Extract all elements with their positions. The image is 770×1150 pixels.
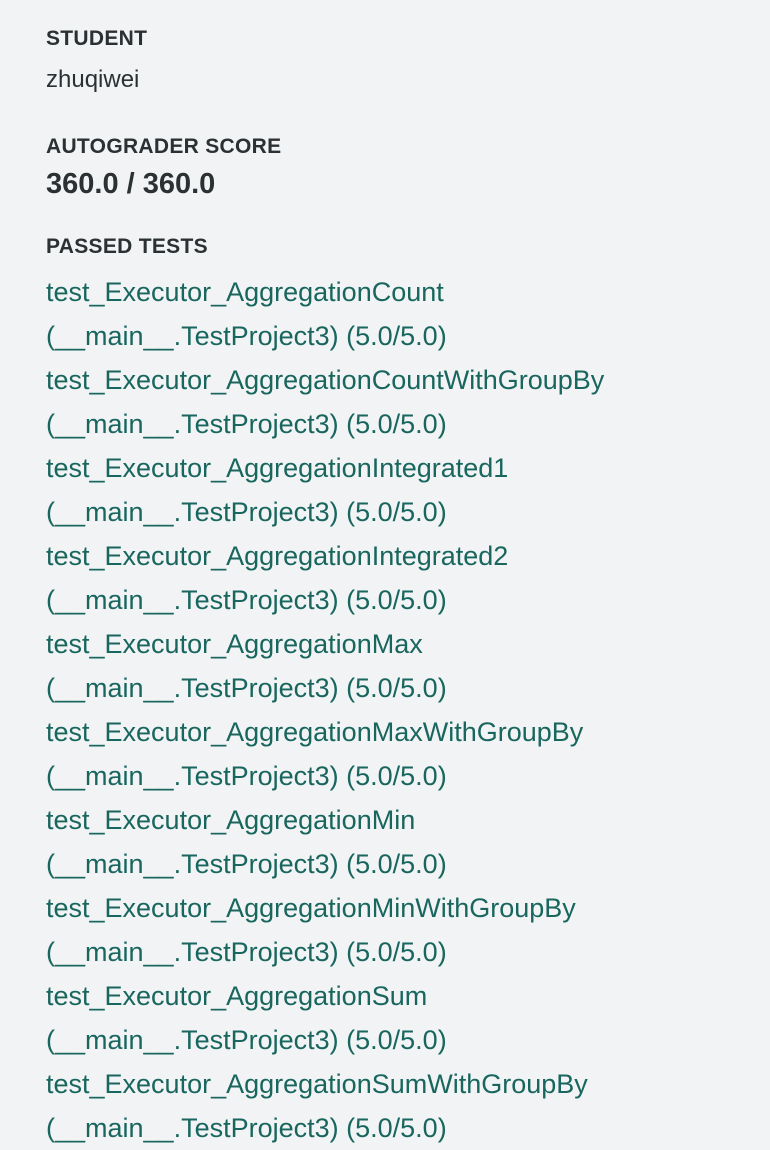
test-detail: (__main__.TestProject3) (5.0/5.0) <box>46 585 447 615</box>
test-detail: (__main__.TestProject3) (5.0/5.0) <box>46 1113 447 1143</box>
test-detail: (__main__.TestProject3) (5.0/5.0) <box>46 673 447 703</box>
test-link[interactable]: test_Executor_AggregationMaxWithGroupBy (… <box>46 710 746 798</box>
test-detail: (__main__.TestProject3) (5.0/5.0) <box>46 849 447 879</box>
test-link[interactable]: test_Executor_AggregationIntegrated2 (__m… <box>46 534 746 622</box>
passed-tests-list: test_Executor_AggregationCount (__main__.… <box>46 270 746 1150</box>
test-link[interactable]: test_Executor_AggregationCountWithGroupB… <box>46 358 746 446</box>
test-name: test_Executor_AggregationMaxWithGroupBy <box>46 717 584 747</box>
test-name: test_Executor_AggregationIntegrated2 <box>46 541 509 571</box>
test-detail: (__main__.TestProject3) (5.0/5.0) <box>46 409 447 439</box>
test-name: test_Executor_AggregationCount <box>46 277 444 307</box>
student-label: STUDENT <box>46 27 148 50</box>
test-name: test_Executor_AggregationSumWithGroupBy <box>46 1069 588 1099</box>
test-detail: (__main__.TestProject3) (5.0/5.0) <box>46 1025 447 1055</box>
test-link[interactable]: test_Executor_AggregationMin (__main__.Te… <box>46 798 746 886</box>
test-link[interactable]: test_Executor_AggregationSum (__main__.Te… <box>46 974 746 1062</box>
test-link[interactable]: test_Executor_AggregationSumWithGroupBy (… <box>46 1062 746 1150</box>
test-detail: (__main__.TestProject3) (5.0/5.0) <box>46 497 447 527</box>
test-name: test_Executor_AggregationMin <box>46 805 416 835</box>
test-name: test_Executor_AggregationSum <box>46 981 428 1011</box>
test-detail: (__main__.TestProject3) (5.0/5.0) <box>46 937 447 967</box>
test-link[interactable]: test_Executor_AggregationIntegrated1 (__m… <box>46 446 746 534</box>
autograder-score-label: AUTOGRADER SCORE <box>46 135 282 158</box>
test-detail: (__main__.TestProject3) (5.0/5.0) <box>46 761 447 791</box>
student-name: zhuqiwei <box>46 66 140 93</box>
test-name: test_Executor_AggregationMax <box>46 629 423 659</box>
test-link[interactable]: test_Executor_AggregationMinWithGroupBy (… <box>46 886 746 974</box>
autograder-score-value: 360.0 / 360.0 <box>46 168 216 200</box>
test-link[interactable]: test_Executor_AggregationMax (__main__.Te… <box>46 622 746 710</box>
test-detail: (__main__.TestProject3) (5.0/5.0) <box>46 321 447 351</box>
test-name: test_Executor_AggregationCountWithGroupB… <box>46 365 605 395</box>
passed-tests-label: PASSED TESTS <box>46 235 208 258</box>
test-name: test_Executor_AggregationIntegrated1 <box>46 453 509 483</box>
test-name: test_Executor_AggregationMinWithGroupBy <box>46 893 576 923</box>
test-link[interactable]: test_Executor_AggregationCount (__main__.… <box>46 270 746 358</box>
